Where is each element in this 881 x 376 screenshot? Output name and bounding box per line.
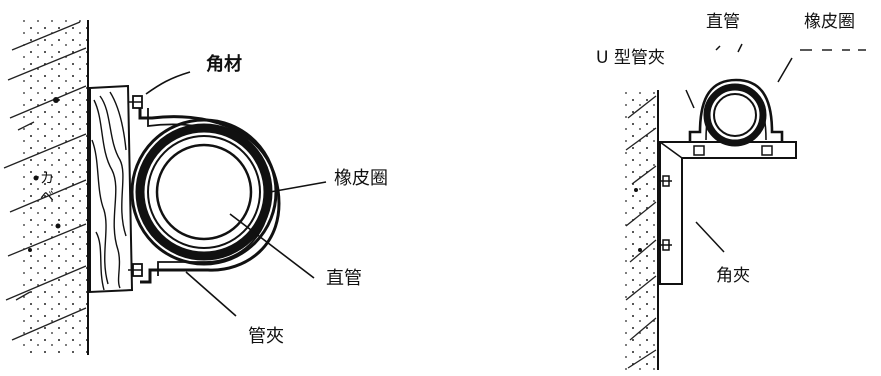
label-rubber-ring-right: 橡皮圈 [804, 12, 855, 32]
right-figure [624, 43, 866, 370]
left-figure [3, 20, 327, 355]
label-u-clamp: U 型管夾 [596, 48, 665, 68]
label-straight-pipe-right: 直管 [706, 12, 740, 32]
label-wall-char-1: カ [40, 171, 54, 187]
right-wall [624, 90, 659, 370]
left-leader-lines [145, 71, 327, 317]
label-clamp-left: 管夾 [248, 326, 284, 347]
angle-block [89, 84, 134, 294]
label-rubber-ring-left: 橡皮圈 [334, 168, 388, 189]
label-angle-material: 角材 [206, 54, 242, 75]
left-pipe [130, 118, 278, 266]
right-pipe [703, 83, 767, 147]
label-wall-char-2: ベ [40, 189, 54, 205]
label-angle-clamp: 角夾 [716, 266, 750, 286]
angle-clamp [658, 141, 797, 285]
right-leader-lines [685, 43, 793, 253]
left-wall [3, 20, 89, 355]
label-straight-pipe-left: 直管 [326, 268, 362, 289]
